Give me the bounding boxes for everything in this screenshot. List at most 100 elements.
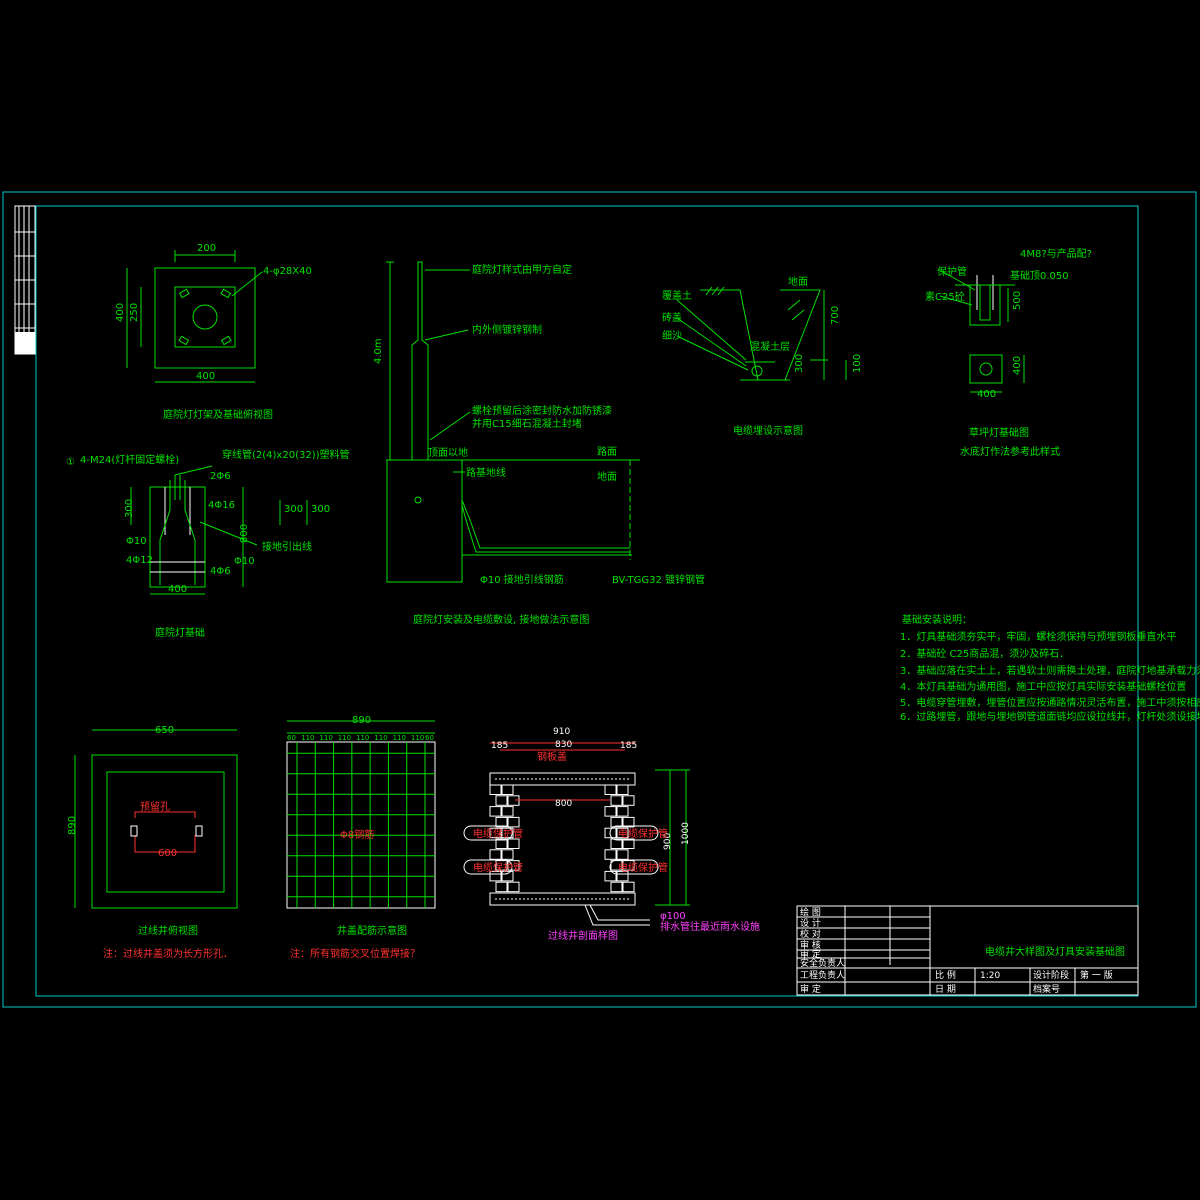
fig1-dim-left-inner: 250	[129, 303, 140, 322]
brick	[507, 816, 520, 828]
brick	[622, 881, 635, 893]
title-row-1: 绘 图	[800, 906, 821, 918]
fig7-cover-rebar	[286, 720, 436, 909]
title-row-7: 工程负责人	[800, 969, 845, 981]
fig3-note-3: 螺栓预留后涂密封防水加防锈漆	[472, 404, 612, 417]
fig2-section-a: 300	[284, 504, 303, 515]
brick	[604, 849, 617, 860]
scale-value: 1:20	[980, 971, 1000, 981]
fig8-dim-top-5: 185	[620, 741, 637, 751]
brick	[610, 816, 623, 828]
fig5-bolt: 4M8?与产品配?	[1020, 247, 1092, 260]
fig5-caption: 草坪灯基础图	[969, 426, 1029, 439]
fig2-circle1: ①	[66, 457, 75, 468]
fig1-dim-bottom: 400	[196, 371, 215, 382]
title-block	[796, 905, 1139, 996]
fig1-base-plan	[126, 250, 263, 383]
fig4-label-3: 细沙	[662, 329, 682, 342]
fig3-caption: 庭院灯安装及电缆敷设, 接地做法示意图	[413, 613, 589, 626]
fig8-dim-right-1: 900	[663, 833, 673, 850]
date-label: 日 期	[935, 984, 956, 995]
fig5-conc: 素C25砼	[925, 290, 965, 303]
fig3-note-9: Φ10 接地引线钢筋	[480, 573, 564, 586]
brick	[495, 881, 508, 893]
notes-item-1: 1．灯具基础须夯实平，牢固，螺栓须保持与预埋钢板垂直水平	[900, 630, 1176, 643]
title-row-4: 审 核	[800, 939, 821, 951]
fig5-dim-2: 400	[1012, 356, 1023, 375]
fig4-label-4: 地面	[788, 275, 808, 288]
brick	[501, 784, 514, 795]
fig2-dim-bottom: 400	[168, 584, 187, 595]
brick	[610, 860, 623, 871]
inner-frame	[35, 205, 1139, 997]
fig8-label-pipe-2: 电缆保护管	[473, 861, 523, 874]
notes-item-6: 6．过路埋管，跟地与埋地钢管道面链均应设拉线井，灯杆处须设接地沙井	[900, 710, 1200, 723]
fig7-spacing-label: 110	[319, 734, 332, 742]
notes-item-2: 2．基础砼 C25商品混，须沙及碎石．	[900, 647, 1069, 660]
notes-item-4: 4．本灯具基础为通用图，施工中应按灯具实际安装基础螺栓位置	[900, 680, 1186, 693]
fig8-drain-tag: φ100	[660, 911, 686, 922]
drawing-title: 电缆井大样图及灯具安装基础图	[985, 945, 1125, 958]
fig7-spacing-label: 60	[287, 734, 296, 742]
notes-heading: 基础安装说明：	[902, 613, 972, 626]
fig2-ground-note: 接地引出线	[262, 540, 312, 553]
fig1-dim-top: 200	[197, 243, 216, 254]
brick	[616, 870, 629, 882]
brick	[501, 870, 514, 882]
brick	[501, 849, 514, 860]
fig6-note: 注：过线井盖须为长方形孔．	[103, 947, 233, 960]
fig5-dim-1: 500	[1012, 291, 1023, 310]
fig2-section-b: 300	[311, 504, 330, 515]
fig7-spacing-label: 110	[338, 734, 351, 742]
fig2-rebar-4: 4Φ6	[210, 566, 231, 577]
title-row-8: 审 定	[800, 983, 821, 995]
fig3-note-2: 内外侧镀锌钢制	[472, 323, 542, 336]
fig6-hole-dim: 600	[158, 848, 177, 859]
fig3-note-10: BV-TGG32 镀锌钢管	[612, 573, 705, 586]
fig7-spacing-label: 110	[301, 734, 314, 742]
brick	[495, 795, 508, 806]
brick	[610, 795, 623, 806]
fig7-spacing-label: 110	[393, 734, 406, 742]
fig2-rebar-6: Φ10	[234, 556, 255, 567]
fig8-manhole-section	[463, 742, 690, 926]
fig2-rebar-3: 4Φ12	[126, 555, 153, 566]
title-row-2: 设 计	[800, 917, 821, 929]
fig8-drain-note: 排水管往最近雨水设施	[660, 920, 760, 933]
fig3-note-5: 顶面以地	[428, 446, 468, 459]
fig6-caption: 过线井俯视图	[138, 924, 198, 937]
scale-label: 比 例	[935, 969, 956, 981]
margin-strip	[14, 205, 36, 355]
fig4-dim-1: 700	[830, 306, 841, 325]
fig4-dim-3: 100	[852, 354, 863, 373]
fig8-label-pipe-4: 电缆保护管	[618, 861, 668, 874]
brick	[489, 849, 502, 860]
fig5-level: 基础顶0.050	[1010, 269, 1069, 282]
fig2-rebar-1: 2Φ6	[210, 471, 231, 482]
fig4-dim-2: 300	[794, 354, 805, 373]
brick	[495, 838, 508, 849]
brick	[501, 827, 514, 839]
fig2-bolt: 4-M24(灯杆固定螺栓)	[80, 453, 179, 466]
fig8-label-pipe-1: 电缆保护管	[473, 827, 523, 840]
fig3-note-7: 地面	[597, 470, 617, 483]
fig7-note: 注：所有钢筋交叉位置焊接？	[290, 947, 420, 960]
fig8-caption: 过线井剖面样图	[548, 929, 618, 942]
fig4-label-1: 覆盖土	[662, 289, 692, 302]
brick	[501, 806, 514, 817]
fig5-pipe: 保护管	[937, 265, 967, 278]
fig6-dim-top: 650	[155, 725, 174, 736]
fig7-spacing-label: 60	[425, 734, 434, 742]
brick	[622, 795, 635, 806]
brick	[489, 870, 502, 882]
fig3-note-8: 路基地线	[466, 466, 506, 479]
brick	[604, 784, 617, 795]
fig3-note-1: 庭院灯样式由甲方自定	[472, 263, 572, 276]
fig3-note-6: 路面	[597, 445, 617, 458]
fig2-caption: 庭院灯基础	[155, 626, 205, 639]
fig7-spacing-label: 110	[374, 734, 387, 742]
fig8-dim-right-2: 1000	[681, 822, 691, 845]
fig5-dim-3: 400	[977, 389, 996, 400]
